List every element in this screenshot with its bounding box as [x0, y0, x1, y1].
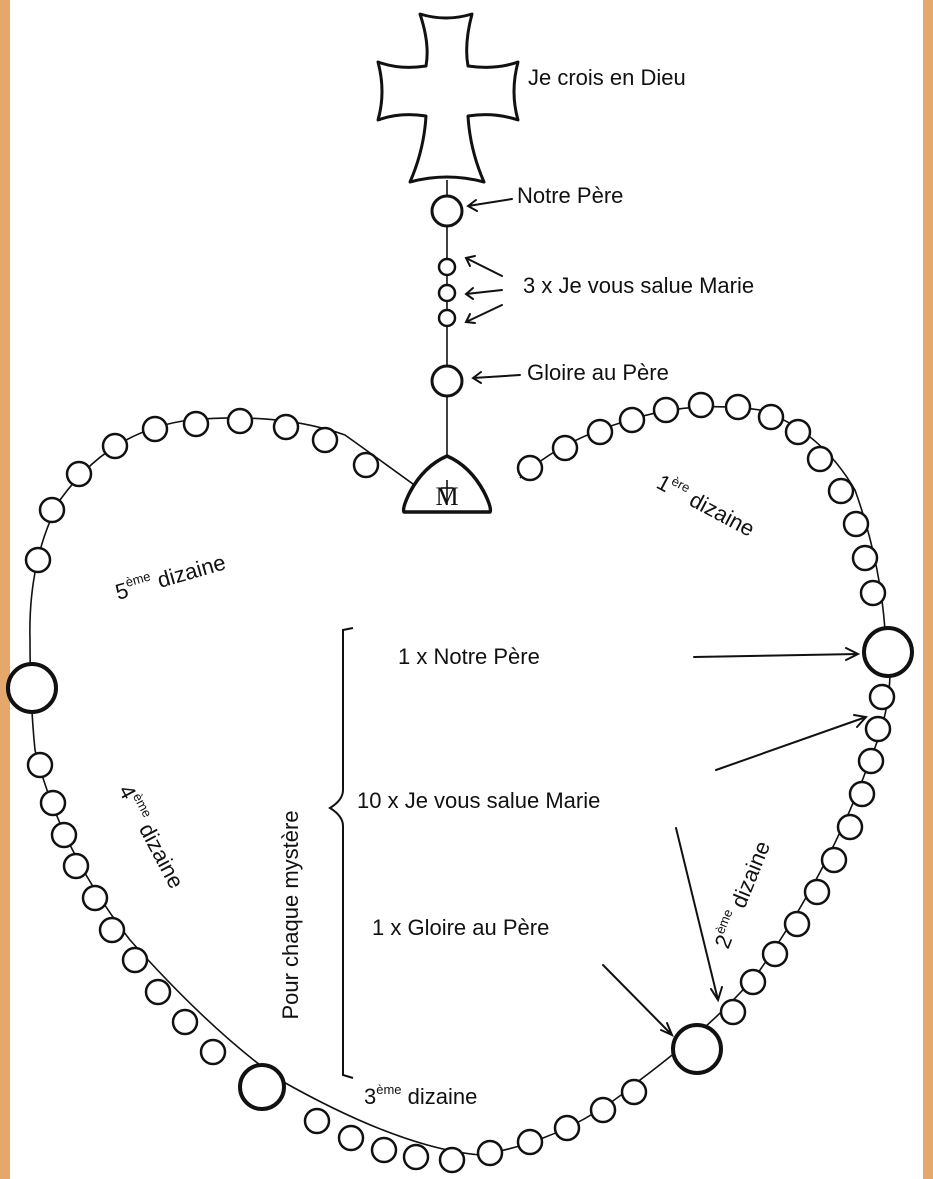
glory-be-label: Gloire au Père — [527, 360, 669, 385]
bead — [64, 854, 88, 878]
bead — [721, 1000, 745, 1024]
bead — [100, 918, 124, 942]
bead — [591, 1098, 615, 1122]
fourth-decade-label: 4ème dizaine — [114, 780, 191, 893]
arrow-to-last-hail-mary — [676, 828, 722, 1000]
mystery-item-glory-be: 1 x Gloire au Père — [372, 915, 549, 940]
bead — [763, 942, 787, 966]
pendant-glory-be-bead — [432, 366, 462, 396]
bead — [870, 685, 894, 709]
pendant-hail-mary-bead-2 — [439, 285, 455, 301]
bead — [146, 980, 170, 1004]
bead — [786, 420, 810, 444]
bead — [28, 753, 52, 777]
arrow-to-our-father-bead — [694, 648, 858, 660]
mystery-heading: Pour chaque mystère — [278, 810, 303, 1019]
bead — [859, 749, 883, 773]
our-father-label: Notre Père — [517, 183, 623, 208]
our-father-bead-right — [864, 628, 912, 676]
bead — [184, 412, 208, 436]
bead — [274, 415, 298, 439]
bead — [726, 395, 750, 419]
bead — [741, 970, 765, 994]
bead — [805, 880, 829, 904]
third-decade-label: 3ème dizaine — [364, 1082, 477, 1109]
bead — [808, 447, 832, 471]
pendant-hail-mary-bead-3 — [439, 310, 455, 326]
pendant-hail-mary-bead-1 — [439, 259, 455, 275]
bead — [785, 912, 809, 936]
pendant-our-father-bead — [432, 196, 462, 226]
mystery-arrows — [603, 648, 866, 1035]
bead — [313, 428, 337, 452]
mystery-brace — [330, 628, 353, 1078]
fifth-decade-label: 5ème dizaine — [112, 548, 228, 605]
bead — [103, 434, 127, 458]
bead — [354, 453, 378, 477]
bead — [689, 393, 713, 417]
bead — [844, 512, 868, 536]
bead — [67, 462, 91, 486]
bead — [228, 409, 252, 433]
three-hail-marys-label: 3 x Je vous salue Marie — [523, 273, 754, 298]
our-father-bead-bottom-right — [673, 1025, 721, 1073]
mystery-item-hail-marys: 10 x Je vous salue Marie — [357, 788, 600, 813]
bead — [83, 886, 107, 910]
arrow-hail-mary-2 — [466, 288, 502, 299]
bead — [518, 456, 542, 480]
bead — [822, 848, 846, 872]
bead — [622, 1080, 646, 1104]
arrow-hail-mary-3 — [466, 305, 502, 323]
our-father-bead-left — [8, 664, 56, 712]
bead — [620, 408, 644, 432]
rosary-cord — [30, 407, 890, 1155]
first-decade-label: 1ère dizaine — [653, 468, 760, 542]
bead — [173, 1010, 197, 1034]
bead — [838, 815, 862, 839]
arrow-hail-mary-1 — [466, 256, 502, 276]
bead — [372, 1138, 396, 1162]
bead — [759, 405, 783, 429]
bead — [866, 717, 890, 741]
bead — [588, 420, 612, 444]
bead — [861, 581, 885, 605]
miraculous-medal-icon: M — [404, 456, 491, 512]
arrow-glory-be — [473, 372, 520, 383]
fourth-decade-beads — [28, 753, 225, 1064]
cross-icon — [378, 14, 518, 182]
arrow-to-glory-be-bead — [603, 965, 672, 1035]
bead — [654, 398, 678, 422]
bead — [305, 1109, 329, 1133]
bead — [404, 1145, 428, 1169]
bead — [440, 1148, 464, 1172]
bead — [850, 782, 874, 806]
bead — [829, 479, 853, 503]
bead — [339, 1126, 363, 1150]
bead — [555, 1116, 579, 1140]
mystery-item-our-father: 1 x Notre Père — [398, 644, 540, 669]
pendant-arrows — [466, 199, 520, 383]
arrow-our-father — [468, 199, 512, 211]
bead — [478, 1141, 502, 1165]
bead — [123, 948, 147, 972]
bead — [853, 546, 877, 570]
bead — [52, 823, 76, 847]
bead — [518, 1130, 542, 1154]
creed-label: Je crois en Dieu — [528, 65, 686, 90]
our-father-bead-bottom-left — [240, 1065, 284, 1109]
bead — [40, 498, 64, 522]
arrow-to-first-hail-mary — [716, 715, 866, 770]
second-decade-label: 2ème dizaine — [708, 837, 776, 952]
bead — [143, 417, 167, 441]
fifth-decade-beads — [26, 409, 378, 572]
bead — [553, 436, 577, 460]
bead — [26, 548, 50, 572]
bead — [41, 791, 65, 815]
bead — [201, 1040, 225, 1064]
